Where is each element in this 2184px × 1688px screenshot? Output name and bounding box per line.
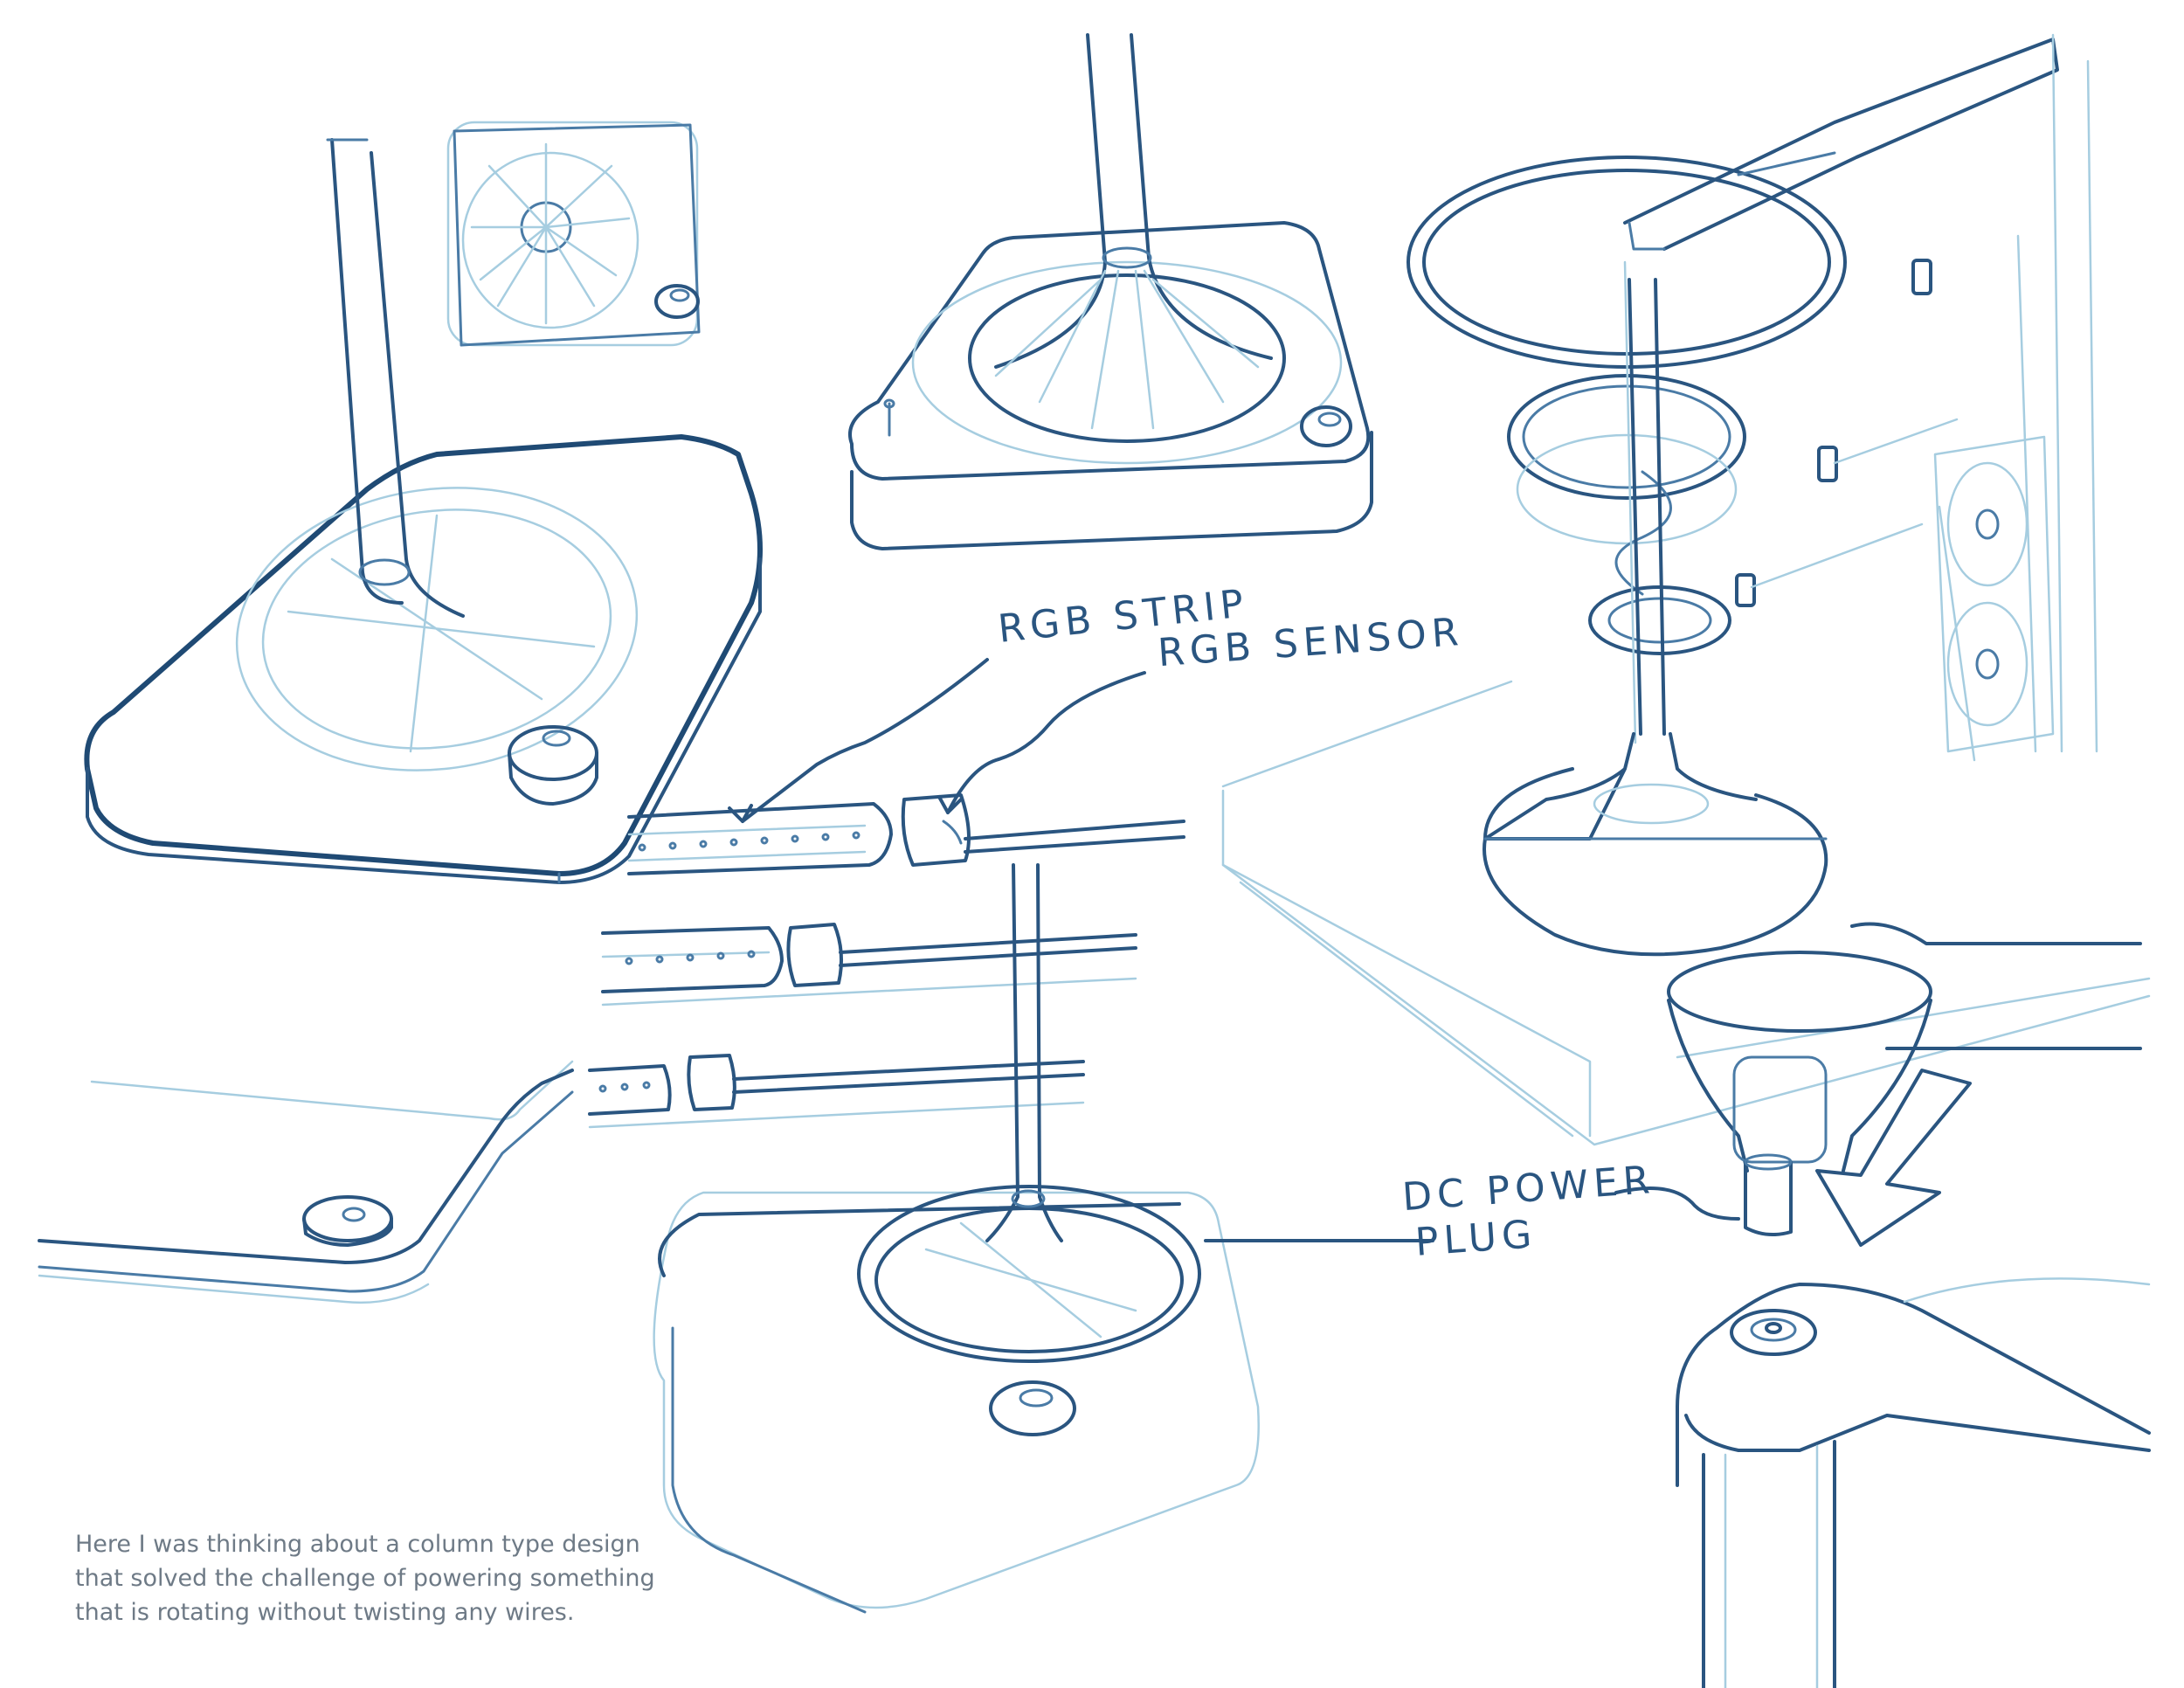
fan-topview-sketch [446, 121, 701, 347]
sketch-caption: Here I was thinking about a column type … [75, 1527, 704, 1629]
caption-line-2: that solved the challenge of powering so… [75, 1565, 655, 1592]
dc-power-plug-sketch [1614, 922, 2142, 1247]
caption-line-3: that is rotating without twisting any wi… [75, 1599, 575, 1626]
rotating-ring-assembly-sketch [1406, 38, 2059, 957]
label-plug: PLUG [1413, 1212, 1538, 1265]
lamp-base-sketch-topleft [84, 138, 763, 884]
wall-panel-sketch-right [1933, 33, 2098, 762]
table-corner-socket-sketch [1676, 1277, 2151, 1688]
caption-line-1: Here I was thinking about a column type … [75, 1531, 640, 1558]
rgb-strip-sensor-sketch [588, 658, 1185, 1129]
lamp-base-sketch-topcenter [848, 33, 1373, 550]
table-slab-sketch [1221, 680, 2151, 1146]
base-edge-sketch-bottomleft [38, 1060, 574, 1304]
lamp-base-sketch-center [653, 863, 1434, 1614]
